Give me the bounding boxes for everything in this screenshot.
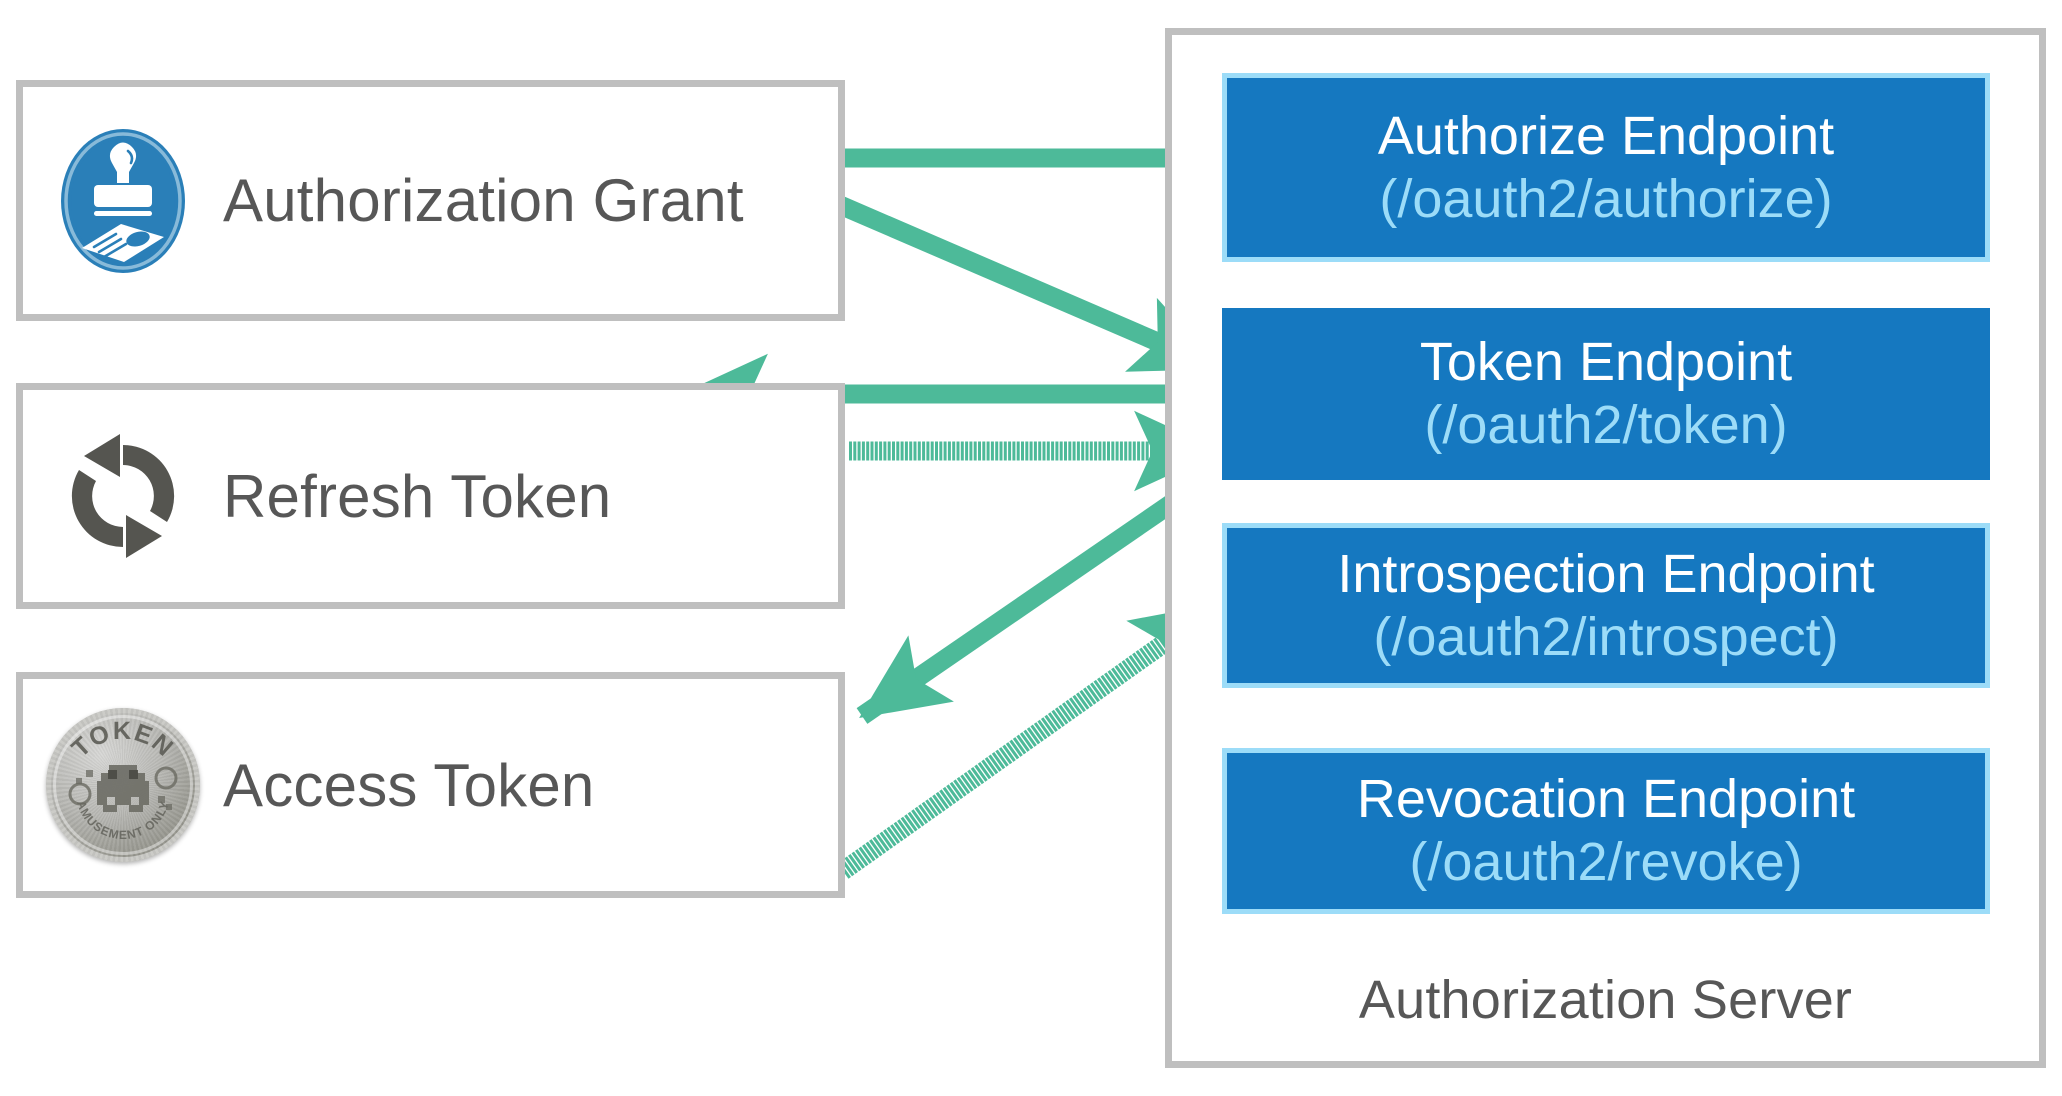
stamp-icon [23,125,223,277]
endpoint-token[interactable]: Token Endpoint (/oauth2/token) [1222,308,1990,480]
endpoint-introspection-path: (/oauth2/introspect) [1373,606,1839,667]
svg-text:TOKEN: TOKEN [66,717,179,763]
endpoint-authorize-path: (/oauth2/authorize) [1379,168,1833,229]
concept-box-refresh-token[interactable]: Refresh Token [16,383,845,609]
endpoint-token-path: (/oauth2/token) [1424,395,1788,455]
refresh-cycle-icon [23,431,223,561]
endpoint-introspection[interactable]: Introspection Endpoint (/oauth2/introspe… [1222,523,1990,688]
endpoint-revocation-name: Revocation Endpoint [1356,769,1856,830]
concept-box-access-token[interactable]: TOKEN AMUSEMENT ONLY [16,672,845,898]
endpoint-introspection-name: Introspection Endpoint [1337,543,1875,604]
concept-label-refresh-token: Refresh Token [223,462,612,530]
endpoint-authorize-name: Authorize Endpoint [1377,105,1835,166]
coin-top-text: TOKEN [66,717,177,763]
arrow-access-to-introspect [837,597,1224,879]
concept-label-access-token: Access Token [223,751,595,819]
endpoint-authorize[interactable]: Authorize Endpoint (/oauth2/authorize) [1222,73,1990,262]
token-coin-icon: TOKEN AMUSEMENT ONLY [23,708,223,862]
arrow-grant-to-token [836,196,1222,377]
coin-bottom-text: AMUSEMENT ONLY [74,799,171,842]
concept-label-authorization-grant: Authorization Grant [223,167,744,234]
endpoint-revocation-path: (/oauth2/revoke) [1409,832,1803,892]
svg-text:AMUSEMENT ONLY: AMUSEMENT ONLY [74,799,172,842]
endpoint-token-name: Token Endpoint [1419,332,1793,393]
authorization-server-label: Authorization Server [1358,970,1853,1030]
endpoint-revocation[interactable]: Revocation Endpoint (/oauth2/revoke) [1222,748,1990,914]
concept-box-authorization-grant[interactable]: Authorization Grant [16,80,845,321]
